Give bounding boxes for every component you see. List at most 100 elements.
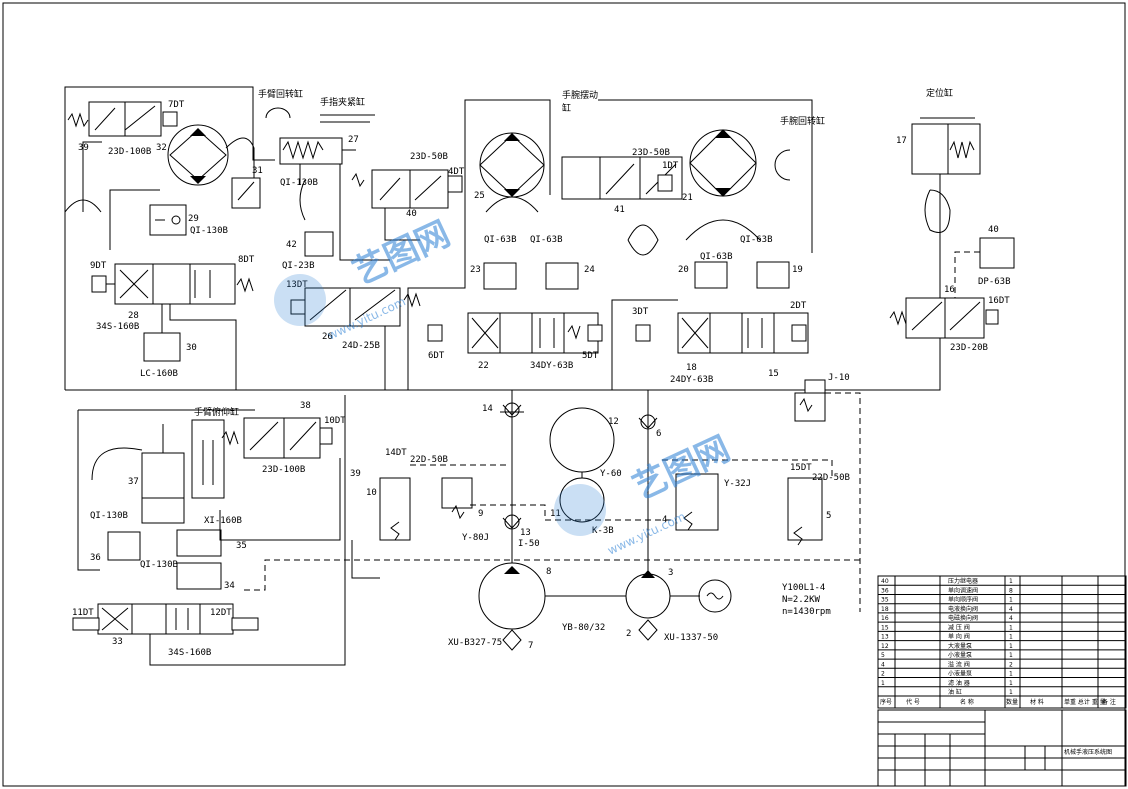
bom-cell-name: 单 向 阀 (948, 633, 970, 641)
bom-cell-no: 13 (881, 634, 889, 641)
label-40b: 40 (988, 225, 999, 235)
label-39b: 39 (350, 469, 361, 479)
label-26: 26 (322, 332, 333, 342)
label-15dt: 15DT (790, 463, 812, 473)
bom-cell-no: 4 (881, 661, 885, 668)
bom-header-remark: 备 注 (1102, 698, 1116, 706)
bom-cell-name: 单向调速阀 (948, 586, 978, 594)
bom-cell-qty: 1 (1009, 634, 1013, 641)
label-28: 28 (128, 311, 139, 321)
label-23d100b-b: 23D-100B (262, 465, 305, 475)
label-arm-pitch: 手臂俯仰缸 (194, 406, 239, 418)
drawing-title: 机械手液压系统图 (1064, 748, 1112, 756)
label-j10: J-10 (828, 373, 850, 383)
label-qi63b-a: QI-63B (484, 235, 517, 245)
label-y32j: Y-32J (724, 479, 751, 489)
label-xu1337: XU-1337-50 (664, 633, 718, 643)
bom-header-material: 材 料 (1030, 698, 1044, 706)
bom-cell-name: 滤 油 器 (948, 679, 970, 687)
label-36: 36 (90, 553, 101, 563)
bom-cell-qty: 1 (1009, 578, 1013, 585)
bom-cell-name: 压力继电器 (948, 577, 978, 585)
label-4dt: 4DT (448, 167, 465, 177)
bom-cell-qty: 1 (1009, 597, 1013, 604)
label-9: 9 (478, 509, 483, 519)
label-12: 12 (608, 417, 619, 427)
pump-station (351, 390, 833, 651)
label-10: 10 (366, 488, 377, 498)
bom-cell-qty: 2 (1009, 661, 1013, 668)
label-qi63b-d: QI-63B (740, 235, 773, 245)
label-13dt: 13DT (286, 280, 308, 290)
bom-cell-qty: 8 (1009, 587, 1013, 594)
label-33: 33 (112, 637, 123, 647)
label-24: 24 (584, 265, 595, 275)
label-3dt: 3DT (632, 307, 649, 317)
label-23d20b: 23D-20B (950, 343, 988, 353)
label-13: 13 (520, 528, 531, 538)
bom-header-qty: 数量 (1006, 698, 1018, 706)
label-7: 7 (528, 641, 533, 651)
label-16dt: 16DT (988, 296, 1010, 306)
label-20: 20 (678, 265, 689, 275)
label-wrist-swing-2: 缸 (562, 102, 571, 114)
label-24dy63b: 24DY-63B (670, 375, 713, 385)
bom-cell-name: 电磁换向阀 (948, 614, 978, 622)
label-24d25b: 24D-25B (342, 341, 380, 351)
bom-cell-qty: 1 (1009, 680, 1013, 687)
bom-cell-no: 36 (881, 587, 889, 594)
label-18: 18 (686, 363, 697, 373)
label-25: 25 (474, 191, 485, 201)
label-22d50b-b: 22D-50B (812, 473, 850, 483)
label-xub327: XU-B327-75 (448, 638, 502, 648)
label-22: 22 (478, 361, 489, 371)
label-23d50b-a: 23D-50B (410, 152, 448, 162)
label-8dt: 8DT (238, 255, 255, 265)
label-locating-cylinder: 定位缸 (926, 87, 953, 99)
bom-header-weight: 单重 总计 重 量 (1064, 698, 1106, 706)
bom-cell-no: 5 (881, 652, 885, 659)
label-y80j: Y-80J (462, 533, 489, 543)
label-qi130b-a: QI-130B (190, 226, 228, 236)
label-motor-power: N=2.2KW (782, 595, 821, 605)
label-xi160b: XI-160B (204, 516, 242, 526)
bom-header-seq: 序号 (880, 698, 892, 706)
bom-cell-no: 18 (881, 606, 889, 613)
label-2: 2 (626, 629, 631, 639)
label-42: 42 (286, 240, 297, 250)
label-dp63b: DP-63B (978, 277, 1011, 287)
finger-cylinder-group (265, 107, 390, 261)
bom-cell-name: 减 压 阀 (948, 623, 970, 631)
label-23d100b: 23D-100B (108, 147, 151, 157)
bom-cell-qty: 1 (1009, 671, 1013, 678)
bom-cell-qty: 1 (1009, 643, 1013, 650)
label-11: 11 (550, 509, 561, 519)
bom-cell-qty: 4 (1009, 606, 1013, 613)
label-19: 19 (792, 265, 803, 275)
label-34: 34 (224, 581, 235, 591)
label-motor-model: Y100L1-4 (782, 583, 825, 593)
label-34dy63b: 34DY-63B (530, 361, 573, 371)
label-1dt: 1DT (662, 161, 679, 171)
label-qi130b-d: QI-130B (140, 560, 178, 570)
label-34s160b-a: 34S-160B (96, 322, 139, 332)
bom-cell-no: 40 (881, 578, 889, 585)
bom-cell-name: 大液量泵 (948, 642, 972, 650)
label-4: 4 (662, 515, 667, 525)
bom-cell-no: 2 (881, 671, 885, 678)
valve-40-26 (290, 169, 463, 390)
label-k3b: K-3B (592, 526, 614, 536)
main-return-line (65, 325, 941, 391)
label-35: 35 (236, 541, 247, 551)
label-5: 5 (826, 511, 831, 521)
label-arm-rotation: 手臂回转缸 (258, 88, 303, 100)
label-6dt: 6DT (428, 351, 445, 361)
label-qi130b-b: QI-130B (280, 178, 318, 188)
label-27: 27 (348, 135, 359, 145)
label-32: 32 (156, 143, 167, 153)
label-8: 8 (546, 567, 551, 577)
wrist-rotation-group (561, 99, 813, 390)
label-15: 15 (768, 369, 779, 379)
